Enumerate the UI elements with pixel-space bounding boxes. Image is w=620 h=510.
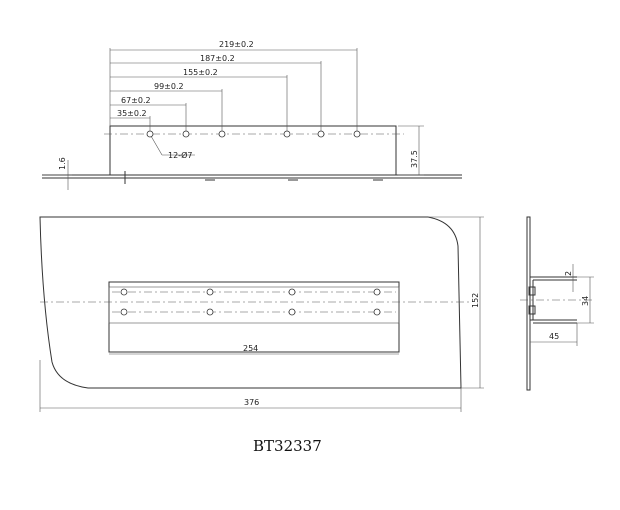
plate-outline bbox=[39, 216, 462, 389]
side-bolt-2 bbox=[528, 305, 536, 315]
plan-hole-7 bbox=[288, 308, 296, 316]
side-view: 2 34 45 bbox=[520, 216, 594, 391]
drawing-title: BT32337 bbox=[253, 437, 322, 455]
dim-label-2: 2 bbox=[564, 271, 573, 276]
dim-label-187: 187±0.2 bbox=[200, 54, 235, 63]
plan-bracket-rect bbox=[108, 281, 400, 353]
plan-hole-1 bbox=[120, 288, 128, 296]
top-hole-3 bbox=[218, 130, 226, 138]
top-hole-5 bbox=[317, 130, 325, 138]
dim-label-152: 152 bbox=[471, 293, 480, 308]
dim-label-45: 45 bbox=[549, 332, 559, 341]
plan-hole-8 bbox=[373, 308, 381, 316]
dim-label-35: 35±0.2 bbox=[117, 109, 147, 118]
plan-view: 254 376 152 bbox=[39, 216, 484, 412]
dim-label-67: 67±0.2 bbox=[121, 96, 151, 105]
top-hole-6 bbox=[353, 130, 361, 138]
top-hole-2 bbox=[182, 130, 190, 138]
holes-leader-line bbox=[150, 135, 163, 156]
top-hole-4 bbox=[283, 130, 291, 138]
dim-label-34: 34 bbox=[581, 296, 590, 306]
plan-hole-6 bbox=[206, 308, 214, 316]
dim-label-219: 219±0.2 bbox=[219, 40, 254, 49]
dim-label-254: 254 bbox=[243, 344, 258, 353]
plan-hole-5 bbox=[120, 308, 128, 316]
dim-label-155: 155±0.2 bbox=[183, 68, 218, 77]
bracket-rect bbox=[109, 125, 397, 176]
side-bolt-1 bbox=[528, 286, 536, 296]
dim-label-99: 99±0.2 bbox=[154, 82, 184, 91]
holes-label: 12-Ø7 bbox=[168, 150, 192, 160]
plan-hole-2 bbox=[206, 288, 214, 296]
dim-label-376: 376 bbox=[244, 398, 259, 407]
plan-hole-3 bbox=[288, 288, 296, 296]
top-view: 219±0.2 187±0.2 155±0.2 99±0.2 67±0.2 35… bbox=[42, 40, 462, 190]
top-hole-1 bbox=[146, 130, 154, 138]
dim-label-16: 1.6 bbox=[58, 157, 67, 170]
plan-hole-4 bbox=[373, 288, 381, 296]
plan-bracket-inner bbox=[108, 286, 400, 324]
dim-label-375: 37.5 bbox=[410, 150, 419, 168]
side-plate bbox=[526, 216, 531, 391]
